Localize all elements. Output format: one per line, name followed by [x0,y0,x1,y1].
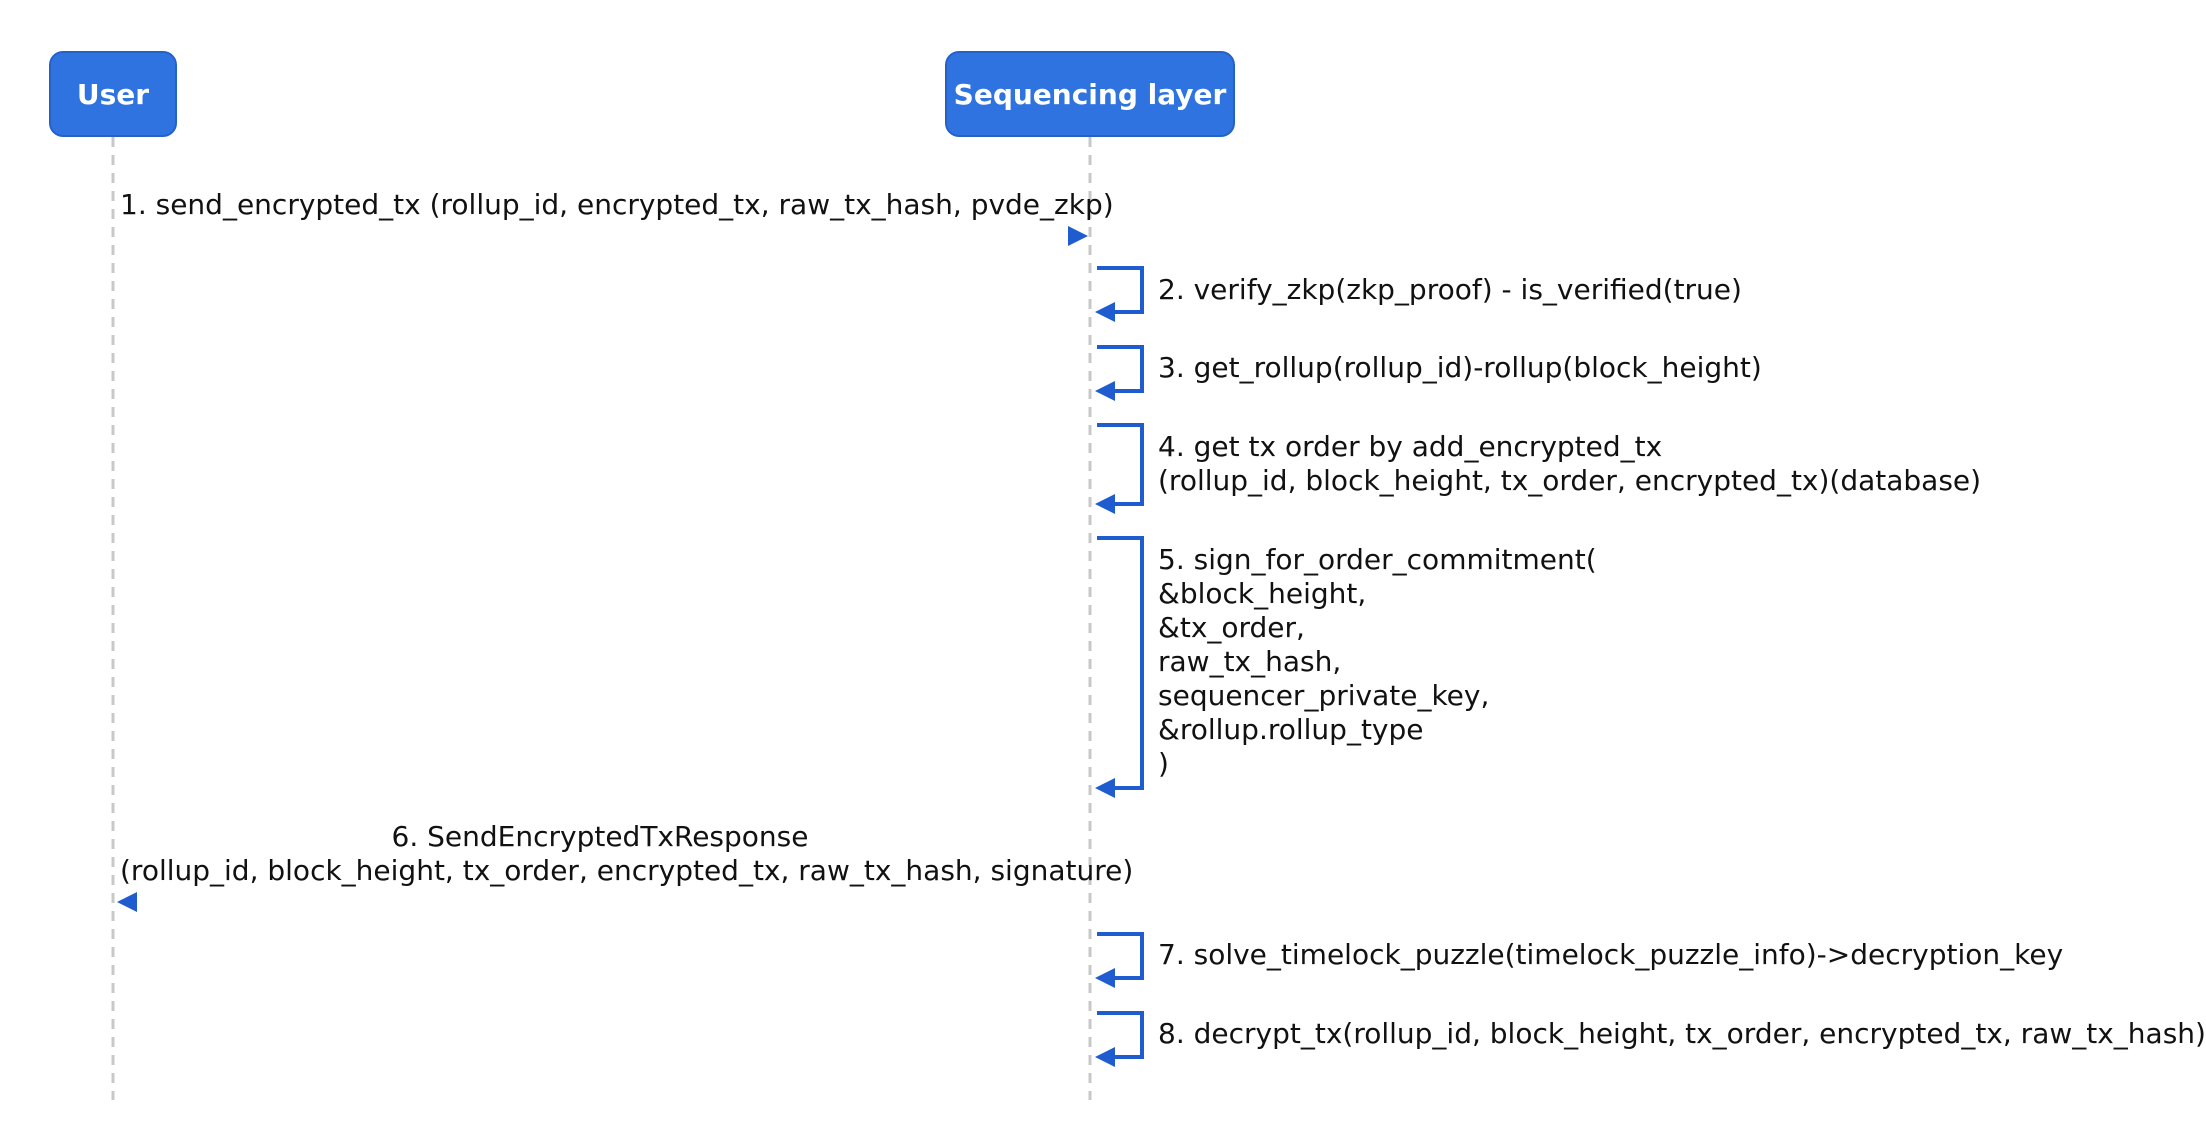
actor-user-label: User [76,77,150,111]
actor-sequencing-layer: Sequencing layer [945,51,1235,137]
message-3-self-arrow [1095,345,1144,401]
message-6-label: 6. SendEncryptedTxResponse (rollup_id, b… [120,820,1134,887]
message-4-self-arrow [1095,423,1144,514]
message-7-label: 7. solve_timelock_puzzle(timelock_puzzle… [1158,938,2064,971]
actor-sequencer-label: Sequencing layer [953,77,1227,111]
message-7-self-arrow [1095,932,1144,988]
actor-user: User [49,51,177,137]
message-8-label: 8. decrypt_tx(rollup_id, block_height, t… [1158,1017,2206,1050]
sequence-diagram-canvas [111,137,1144,1100]
message-2-label: 2. verify_zkp(zkp_proof) - is_verified(t… [1158,273,1742,306]
message-1-label: 1. send_encrypted_tx (rollup_id, encrypt… [120,188,1114,221]
message-5-self-arrow [1095,536,1144,798]
message-6-arrow [117,892,1085,912]
message-4-label: 4. get tx order by add_encrypted_tx (rol… [1158,430,1982,497]
message-8-self-arrow [1095,1011,1144,1067]
message-1-arrow [120,226,1088,246]
message-3-label: 3. get_rollup(rollup_id)-rollup(block_he… [1158,351,1762,384]
message-5-label: 5. sign_for_order_commitment( &block_hei… [1158,543,1597,780]
message-2-self-arrow [1095,266,1144,322]
